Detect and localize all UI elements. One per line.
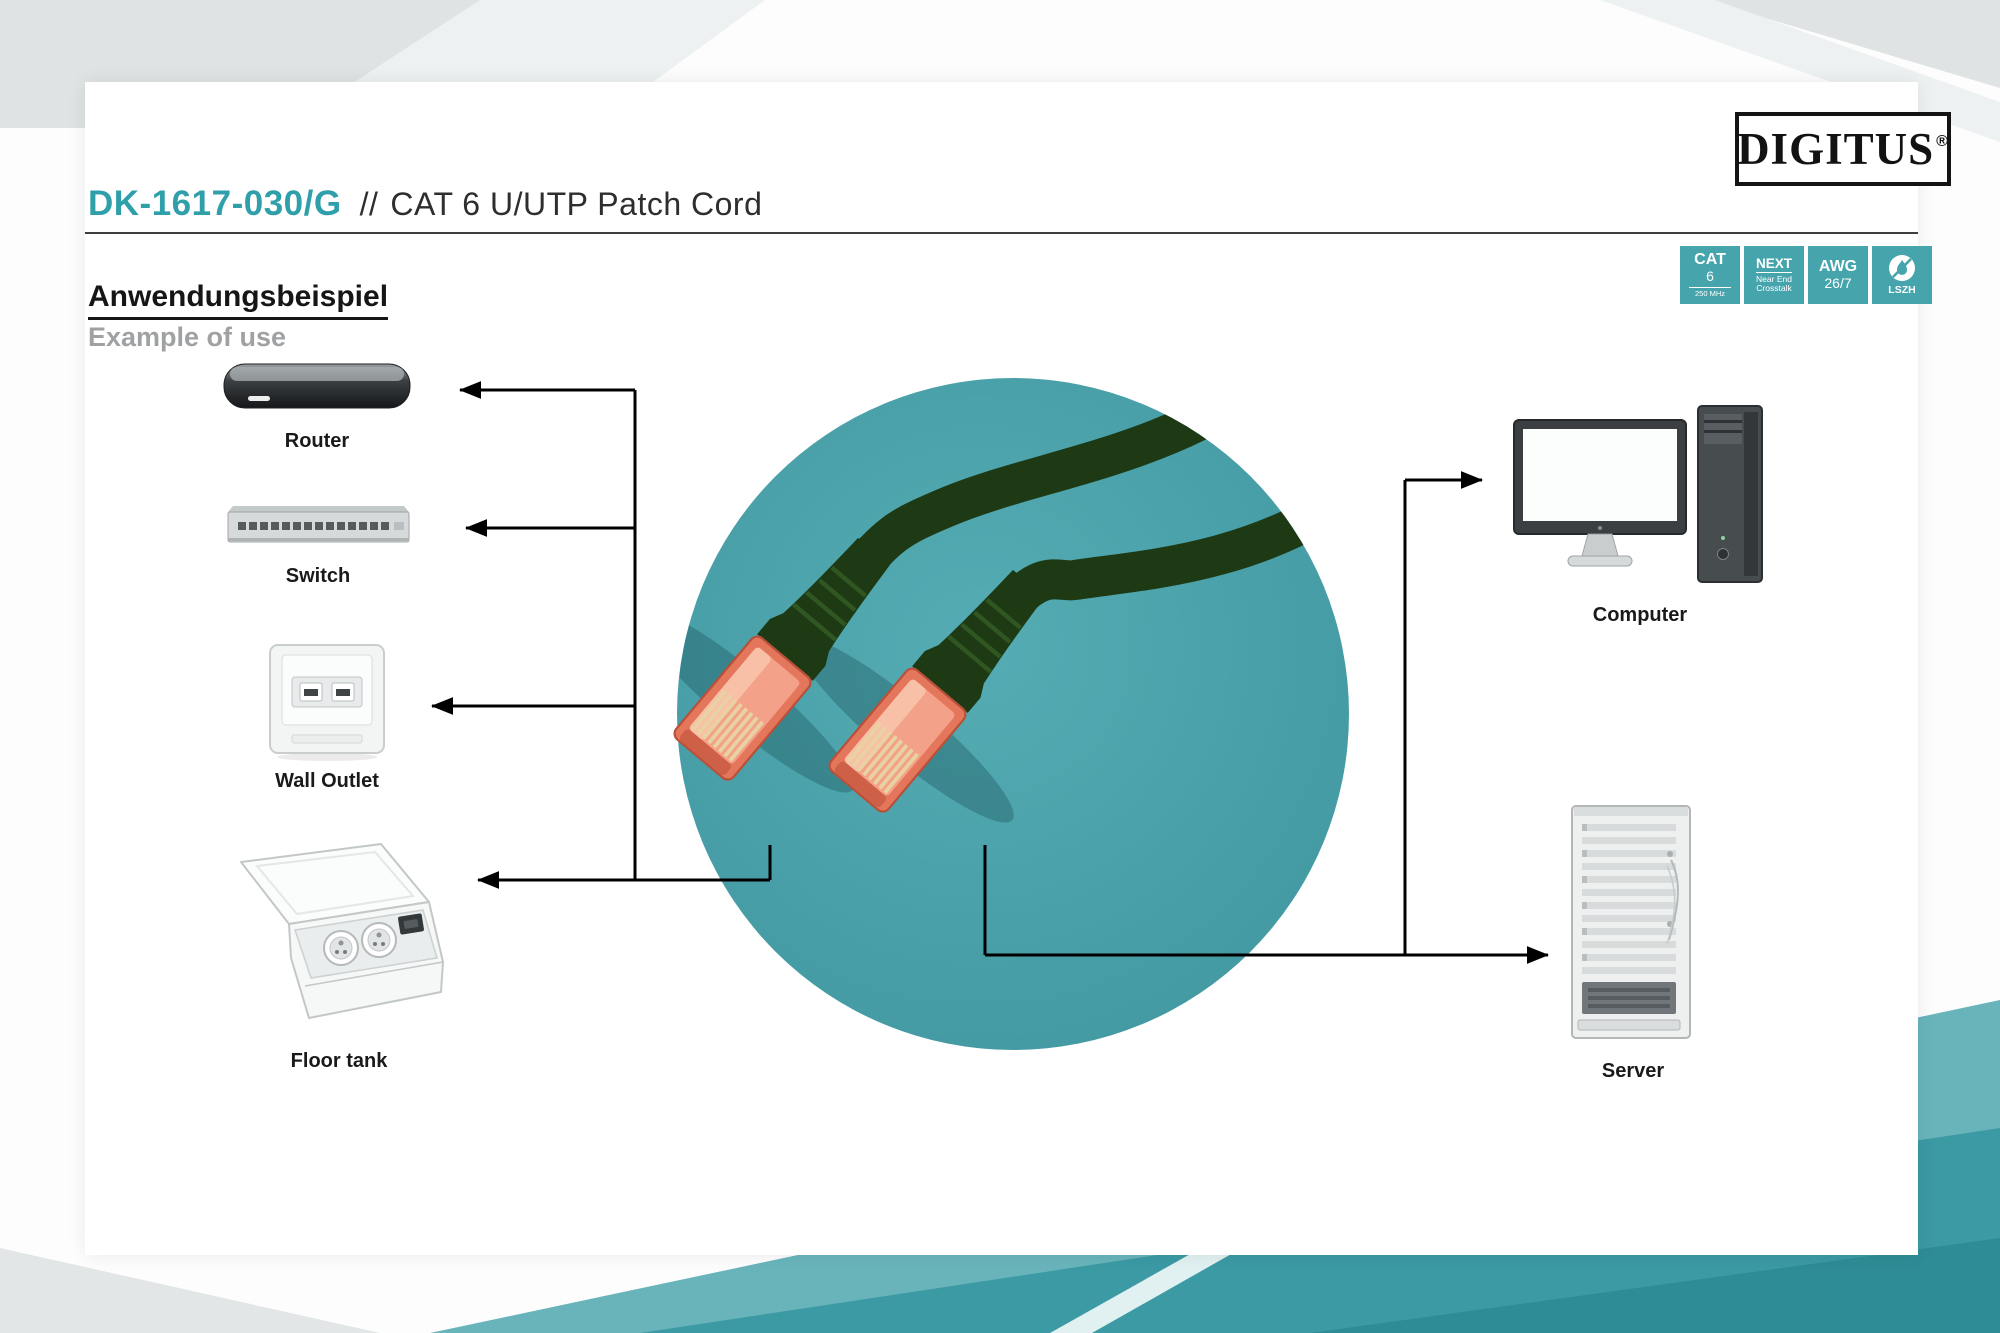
switch-graphic bbox=[226, 502, 410, 552]
computer-label: Computer bbox=[1592, 604, 1688, 626]
server-label: Server bbox=[1601, 1060, 1665, 1082]
badge-cat6: CAT 6 250 MHz bbox=[1680, 246, 1740, 304]
brand-name: DIGITUS® bbox=[1737, 123, 1949, 174]
spec-badges: CAT 6 250 MHz NEXT Near End Crosstalk AW… bbox=[1680, 246, 1932, 304]
server-graphic bbox=[1570, 802, 1696, 1042]
switch-label: Switch bbox=[285, 565, 351, 587]
badge-next: NEXT Near End Crosstalk bbox=[1744, 246, 1804, 304]
connection-lines-left bbox=[430, 381, 772, 889]
product-code: DK-1617-030/G bbox=[88, 184, 342, 223]
digitus-logo: DIGITUS® bbox=[1735, 112, 1951, 186]
halogen-free-icon bbox=[1889, 255, 1915, 282]
badge-awg: AWG 26/7 bbox=[1808, 246, 1868, 304]
floor-tank-label: Floor tank bbox=[290, 1050, 388, 1072]
section-title-de: Anwendungsbeispiel bbox=[88, 280, 389, 320]
router-label: Router bbox=[284, 430, 350, 452]
wall-outlet-graphic bbox=[262, 643, 392, 763]
floor-tank-graphic bbox=[233, 840, 445, 1042]
title-separator: // bbox=[359, 186, 379, 222]
product-name: CAT 6 U/UTP Patch Cord bbox=[390, 186, 763, 222]
registered-mark: ® bbox=[1936, 132, 1949, 150]
router-graphic bbox=[222, 360, 412, 412]
badge-lszh: LSZH bbox=[1872, 246, 1932, 304]
cable-left bbox=[834, 378, 1278, 593]
connection-lines-right bbox=[983, 471, 1550, 964]
section-title-en: Example of use bbox=[88, 322, 287, 352]
title-rule bbox=[85, 232, 1918, 234]
cable-right bbox=[989, 478, 1349, 626]
wall-outlet-label: Wall Outlet bbox=[275, 770, 379, 792]
computer-graphic bbox=[1512, 404, 1768, 600]
page-title: DK-1617-030/G // CAT 6 U/UTP Patch Cord bbox=[88, 184, 762, 224]
